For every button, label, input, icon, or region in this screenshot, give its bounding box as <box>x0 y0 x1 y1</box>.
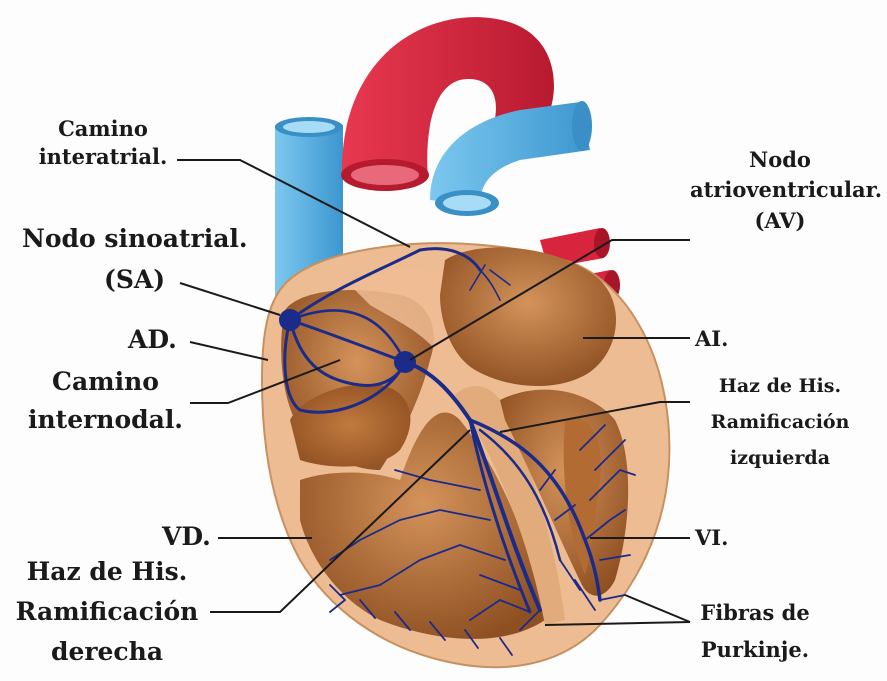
pulmonary-artery <box>430 101 592 216</box>
label-ad: AD. <box>128 323 177 356</box>
label-vi: VI. <box>695 524 728 552</box>
label-ai: AI. <box>695 325 728 353</box>
label-haz-izquierda: Haz de His. Ramificación izquierda <box>695 368 865 476</box>
label-nodo-av-line3: (AV) <box>690 206 870 236</box>
label-purkinje: Fibras de Purkinje. <box>690 595 820 669</box>
label-camino-internodal-line1: Camino <box>18 363 193 401</box>
label-haz-derecha-line1: Haz de His. <box>2 552 212 592</box>
label-camino-internodal-line2: internodal. <box>18 401 193 439</box>
label-camino-interatrial-line1: Camino <box>28 115 178 143</box>
label-haz-izquierda-line2: Ramificación <box>695 404 865 440</box>
label-nodo-av-line1: Nodo <box>690 145 870 175</box>
label-nodo-av: Nodo atrioventricular. (AV) <box>690 145 870 236</box>
label-vd: VD. <box>162 520 211 553</box>
av-node <box>394 351 416 373</box>
label-haz-derecha-line3: derecha <box>2 632 212 672</box>
sa-node <box>279 309 301 331</box>
label-haz-derecha: Haz de His. Ramificación derecha <box>2 552 212 672</box>
leader-ad <box>190 342 268 360</box>
label-purkinje-line2: Purkinje. <box>690 632 820 669</box>
label-haz-derecha-line2: Ramificación <box>2 592 212 632</box>
label-haz-izquierda-line3: izquierda <box>695 440 865 476</box>
label-camino-internodal: Camino internodal. <box>18 363 193 438</box>
label-camino-interatrial: Camino interatrial. <box>28 115 178 170</box>
label-camino-interatrial-line2: interatrial. <box>28 143 178 171</box>
label-sa: (SA) <box>104 263 165 296</box>
label-nodo-sinoatrial: Nodo sinoatrial. <box>22 222 248 255</box>
label-haz-izquierda-line1: Haz de His. <box>695 368 865 404</box>
label-nodo-av-line2: atrioventricular. <box>690 175 870 205</box>
leader-sa <box>180 283 280 315</box>
leader-purkinje-1 <box>625 595 690 622</box>
label-purkinje-line1: Fibras de <box>690 595 820 632</box>
